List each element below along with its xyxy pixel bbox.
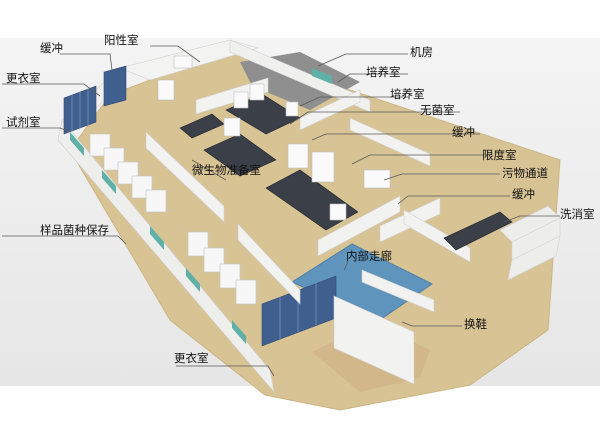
right-steps (499, 205, 561, 281)
label-buffer-right-1: 缓冲 (452, 125, 475, 139)
left-wall-glass (70, 132, 246, 344)
interior-walls (145, 77, 471, 385)
lab-equipment (157, 55, 391, 221)
sample-storage-fridges (89, 133, 257, 305)
label-shoe-change: 换鞋 (464, 317, 487, 331)
label-changing-room-top: 更衣室 (6, 71, 41, 85)
label-culture-room-1: 培养室 (366, 65, 401, 79)
label-sterile-room: 无菌室 (420, 103, 455, 117)
label-inner-corridor: 内部走廊 (346, 249, 392, 263)
machine-room-window (312, 68, 332, 84)
label-limit-room: 限度室 (482, 148, 517, 162)
lab-floor (69, 49, 561, 411)
callout-leader-lines (2, 45, 560, 377)
label-micro-prep-room: 微生物准备室 (192, 163, 261, 177)
label-dirt-passage: 污物通道 (502, 166, 548, 180)
label-positive-room: 阳性室 (104, 33, 139, 47)
label-sample-storage: 样品菌种保存 (40, 223, 109, 237)
label-buffer-right-2: 缓冲 (512, 187, 535, 201)
label-reagent-room: 试剂室 (6, 115, 41, 129)
label-buffer-top: 缓冲 (40, 41, 63, 55)
label-changing-room-bottom: 更衣室 (174, 351, 209, 365)
label-culture-room-2: 培养室 (390, 87, 425, 101)
label-wash-sterilize-room: 洗消室 (560, 207, 595, 221)
label-machine-room: 机房 (410, 45, 433, 59)
